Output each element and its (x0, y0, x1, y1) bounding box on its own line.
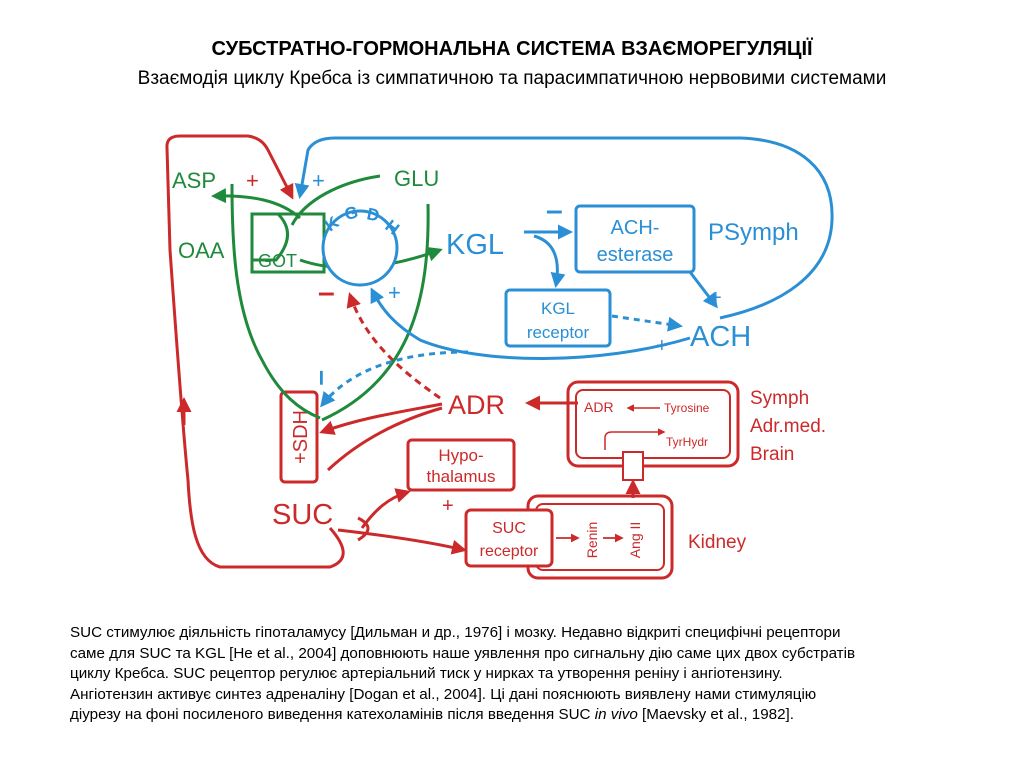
oaa-curve (230, 183, 321, 420)
kgdh-letter-d: D (365, 204, 381, 225)
suc-label: SUC (272, 499, 333, 531)
caption-line: SUC стимулює діяльність гіпоталамусу [Ди… (70, 624, 841, 641)
symph-label-2: Adr.med. (750, 416, 826, 437)
krebs-regulation-diagram: +SDH Hypo- thalamus ADR Tyrosine TyrHydr… (165, 134, 834, 580)
sdh-box (279, 390, 319, 484)
symph-connector-box (622, 451, 644, 481)
caption-text: SUC стимулює діяльність гіпоталамусу [Ди… (70, 623, 970, 726)
kgl-label: KGL (446, 229, 504, 261)
caption-line: циклу Кребса. SUC рецептор регулює артер… (70, 665, 783, 682)
glu-label: GLU (394, 166, 439, 191)
renin-label: Renin (584, 522, 600, 559)
kgl-to-receptor-arrow (533, 234, 566, 288)
hypothalamus-box (406, 438, 516, 492)
kgl-receptor-label-2: receptor (527, 323, 590, 342)
symph-outer-box (566, 380, 740, 468)
ach-esterase-label-2: esterase (597, 244, 674, 266)
caption-line: саме для SUC та KGL [He et al., 2004] до… (70, 644, 856, 662)
ach-esterase-label-1: ACH- (611, 217, 660, 239)
page-title: СУБСТРАТНО-ГОРМОНАЛЬНА СИСТЕМА ВЗАЄМОРЕГ… (211, 38, 813, 60)
kgdh-plus-sign: + (388, 280, 401, 305)
ach-to-kgdh-arrow (370, 287, 691, 360)
asp-plus-sign: + (246, 168, 259, 193)
suc-bracket (357, 516, 370, 542)
suc-loop-arrow (165, 134, 345, 569)
ach-to-sdh-dashed-arrow (320, 350, 469, 408)
glu-plus-sign: + (312, 168, 325, 193)
suc-receptor-box (464, 508, 554, 568)
kgdh-letter-g: G (343, 203, 360, 224)
ach-to-top-loop-arrow (294, 136, 834, 320)
sdh-label: +SDH (290, 410, 312, 464)
ang2-label: Ang II (627, 522, 643, 559)
psymph-label: PSymph (708, 219, 799, 246)
sdh-minus-sign: – (308, 370, 339, 386)
kgdh-circle (321, 209, 399, 287)
ach-label: ACH (690, 321, 751, 353)
caption-in-vivo: in vivo (594, 706, 638, 723)
tyrosine-label: Tyrosine (664, 401, 710, 415)
adr-to-kgdh-dashed-arrow (346, 292, 441, 400)
adr-small-label: ADR (584, 399, 614, 415)
caption-line-5a: діурезу на фоні посиленого виведення кат… (70, 706, 595, 723)
page-subtitle: Взаємодія циклу Кребса із симпатичною та… (137, 68, 887, 89)
glu-to-got-curve (290, 174, 381, 226)
symph-inner-box (575, 389, 731, 459)
receptor-to-ach-dashed-arrow (611, 314, 683, 332)
hypothalamus-label-2: thalamus (427, 467, 496, 486)
kidney-inner-box (535, 503, 665, 571)
esterase-minus-sign: – (546, 194, 563, 227)
kgl-receptor-label-1: KGL (541, 299, 575, 318)
caption-line-5c: [Maevsky et al., 1982]. (637, 706, 794, 723)
kidney-label: Kidney (688, 532, 747, 553)
symph-label-3: Brain (750, 444, 794, 465)
caption-line: Ангіотензин активує синтез адреналіну [D… (70, 685, 817, 703)
suc-to-hypothalamus-arrow (360, 488, 411, 529)
caption-line: діурезу на фоні посиленого виведення кат… (70, 705, 970, 726)
oaa-label: OAA (178, 238, 225, 263)
ach-plus-sign-left: + (656, 335, 668, 357)
adr-to-sdh-arrow (319, 402, 443, 435)
suc-receptor-label-1: SUC (492, 520, 526, 537)
ach-esterase-box (574, 204, 696, 274)
tyrhydr-arrow (604, 428, 666, 450)
got-label: GOT (258, 251, 297, 271)
symph-label-1: Symph (750, 388, 809, 409)
asp-label: ASP (172, 168, 216, 193)
esterase-to-ach-arrow (688, 271, 718, 309)
tyrhydr-label: TyrHydr (666, 435, 708, 449)
suc-receptor-label-2: receptor (480, 543, 539, 560)
hypothalamus-plus-sign: + (442, 495, 454, 517)
kgdh-minus-sign: – (318, 276, 335, 309)
adr-label: ADR (448, 390, 505, 420)
suc-to-receptor-arrow (337, 528, 467, 555)
ach-plus-sign-top: + (710, 287, 722, 309)
hypothalamus-label-1: Hypo- (438, 446, 483, 465)
kgl-receptor-box (504, 288, 612, 348)
sdh-adr-connector (326, 406, 443, 472)
